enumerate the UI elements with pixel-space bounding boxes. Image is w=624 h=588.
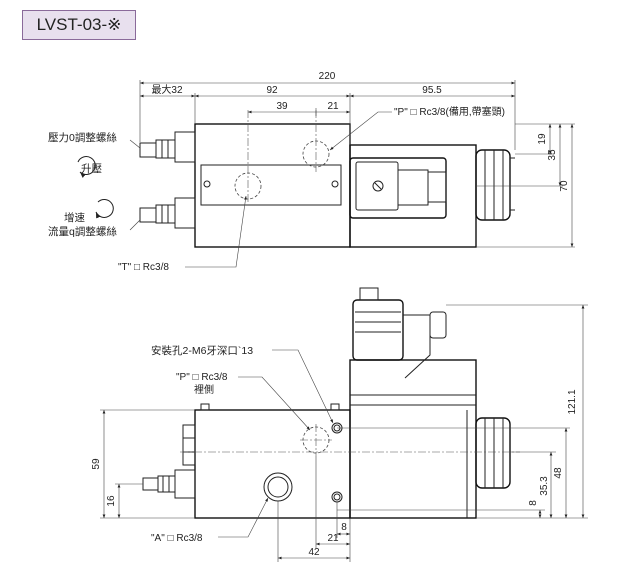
- speed-rotation-arrow: [95, 198, 114, 219]
- mount-holes-label: 安裝孔2-M6牙深口`13: [151, 344, 253, 357]
- front-cable: [403, 314, 431, 379]
- front-p-port-note: 裡側: [194, 383, 214, 396]
- dim-19: 19: [537, 133, 548, 145]
- top-pressure-boss: [174, 131, 196, 163]
- top-body: [194, 123, 351, 248]
- dim-16: 16: [106, 495, 117, 507]
- top-connector-gland: [427, 171, 447, 203]
- front-a-port-label: "A" □ Rc3/8: [151, 533, 203, 544]
- raise-label: 升壓: [81, 163, 102, 175]
- top-view: [77, 80, 575, 268]
- dim-21-bottom: 21: [327, 533, 339, 544]
- model-title-text: LVST-03-※: [36, 15, 122, 34]
- front-override-knob: [475, 417, 511, 489]
- front-body: [194, 409, 351, 519]
- top-p-port-label: "P" □ Rc3/8(備用,帶塞頭): [394, 105, 505, 118]
- top-connector-inner: [355, 161, 399, 211]
- top-pressure-nut: [155, 139, 176, 159]
- dim-95-5: 95.5: [422, 85, 442, 96]
- top-flow-screw: [139, 207, 157, 223]
- front-view: [100, 287, 588, 562]
- dim-max32: 最大32: [151, 83, 183, 96]
- top-connector-screw: [372, 180, 384, 192]
- dim-35-3: 35.3: [539, 476, 550, 496]
- front-p-port-label: "P" □ Rc3/8: [176, 372, 228, 383]
- top-t-port-label: "T" □ Rc3/8: [118, 262, 169, 273]
- dim-39: 39: [276, 101, 288, 112]
- top-flow-nut: [155, 204, 176, 224]
- dim-220: 220: [319, 71, 336, 82]
- dim-121-1: 121.1: [567, 389, 578, 414]
- top-flow-boss: [174, 197, 196, 229]
- dim-48: 48: [553, 467, 564, 479]
- dim-35: 35: [547, 149, 558, 161]
- pressure-adjust-label: 壓力0調整螺絲: [48, 131, 117, 144]
- top-connector-cable: [398, 169, 429, 206]
- top-bolt-left: [203, 180, 211, 188]
- dim-70: 70: [559, 180, 570, 192]
- dim-59: 59: [91, 458, 102, 470]
- speed-up-label: 增速: [64, 211, 85, 224]
- dim-8-right: 8: [528, 500, 539, 506]
- dim-21: 21: [327, 101, 339, 112]
- top-solenoid: [349, 144, 477, 248]
- front-connector: [352, 299, 404, 361]
- flow-adjust-label: 流量q調整螺絲: [48, 225, 117, 238]
- top-bolt-right: [331, 180, 339, 188]
- dim-92: 92: [266, 85, 278, 96]
- dim-8-bottom: 8: [341, 522, 347, 533]
- raise-rotation-arrow: [77, 156, 96, 178]
- model-title: LVST-03-※: [22, 10, 136, 40]
- dim-42: 42: [308, 547, 320, 558]
- top-pressure-screw: [139, 142, 157, 158]
- front-solenoid: [349, 359, 477, 519]
- top-plate: [200, 164, 342, 206]
- top-override-knob: [475, 149, 511, 221]
